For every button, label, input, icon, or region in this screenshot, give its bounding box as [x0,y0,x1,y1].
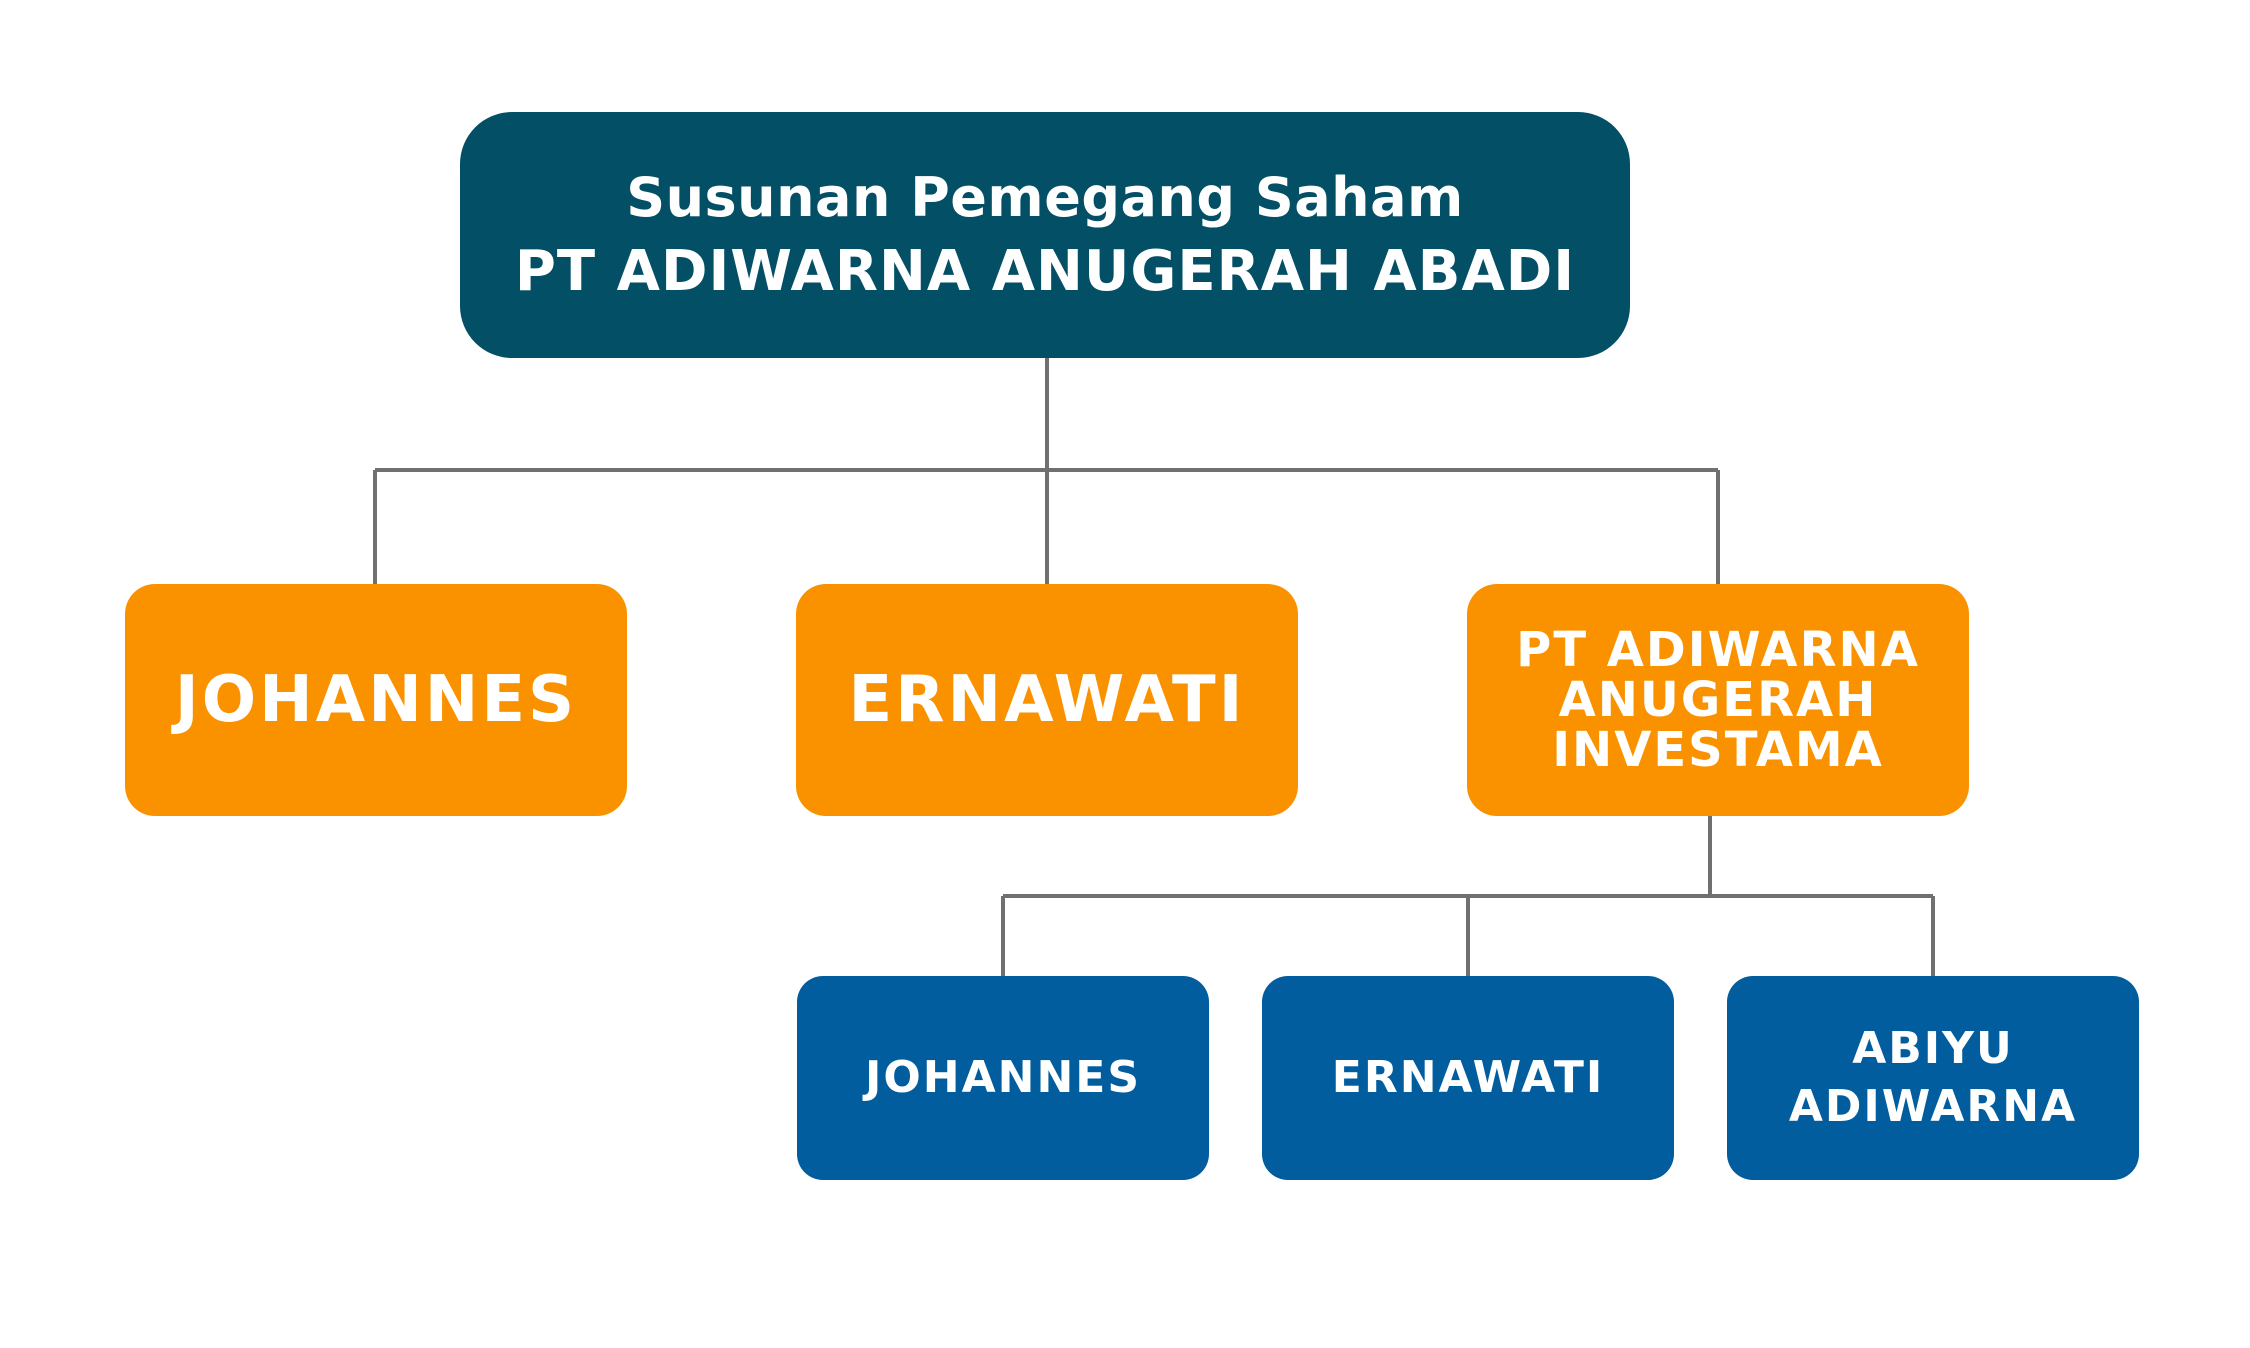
sub-shareholder-label-line1: ABIYU [1852,1023,2014,1074]
shareholder-node-johannes: JOHANNES [125,584,627,816]
shareholder-label-line2: ANUGERAH [1558,672,1878,728]
sub-shareholder-node-ernawati: ERNAWATI [1262,976,1674,1180]
shareholder-node-investama: PT ADIWARNA ANUGERAH INVESTAMA [1467,584,1969,816]
sub-shareholder-label-line2: ADIWARNA [1788,1081,2078,1132]
sub-shareholder-label: JOHANNES [864,1052,1142,1103]
root-node-company: Susunan Pemegang Saham PT ADIWARNA ANUGE… [460,112,1630,358]
sub-shareholder-node-johannes: JOHANNES [797,976,1209,1180]
root-title-line1: Susunan Pemegang Saham [626,166,1464,229]
root-title-line2: PT ADIWARNA ANUGERAH ABADI [514,239,1576,304]
shareholder-label-line1: PT ADIWARNA [1516,622,1920,678]
shareholder-label: JOHANNES [174,663,578,737]
sub-shareholder-label: ERNAWATI [1331,1052,1605,1103]
shareholder-label-line3: INVESTAMA [1552,722,1884,778]
shareholder-label: ERNAWATI [848,663,1246,737]
shareholder-node-ernawati: ERNAWATI [796,584,1298,816]
sub-shareholder-node-abiyu: ABIYU ADIWARNA [1727,976,2139,1180]
